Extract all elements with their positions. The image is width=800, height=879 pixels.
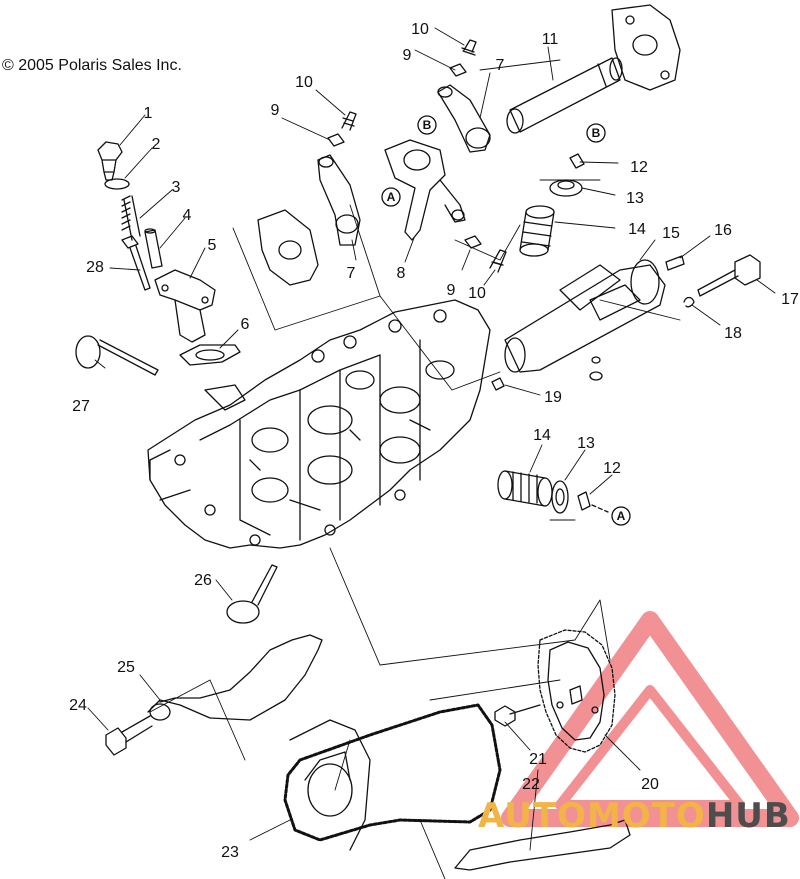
ref-marker-a2-label: A (617, 509, 626, 523)
callout-12-lower: 12 (603, 460, 621, 477)
part-24-bolt (105, 715, 153, 756)
callout-13-lower: 13 (577, 435, 595, 452)
part-14-spring-top (519, 205, 555, 257)
dash-lead-a (591, 504, 609, 513)
part-6-gasket (179, 344, 241, 366)
ref-marker-a1 (381, 187, 401, 207)
callout-8: 8 (397, 265, 406, 282)
part-5-tensioner (154, 269, 216, 343)
part-18-clip (683, 296, 695, 308)
callout-15: 15 (662, 225, 680, 242)
part-4-plunger (144, 228, 163, 269)
part-12-keeper-top (569, 153, 585, 169)
callout-4: 4 (183, 207, 192, 224)
part-10-screw-top (461, 39, 477, 56)
callout-14-top: 14 (628, 221, 646, 238)
watermark-text-b: HUB (705, 796, 791, 836)
part-26-valve (226, 564, 278, 624)
part-14-spring-lower (497, 470, 553, 507)
callout-10-left: 10 (295, 74, 313, 91)
crank-sprocket (289, 719, 371, 851)
watermark-logo (501, 611, 799, 827)
callout-20: 20 (641, 776, 659, 793)
part-16-pin (665, 255, 685, 271)
callout-1: 1 (144, 105, 153, 122)
part-3-spring (121, 195, 141, 241)
part-11-rocker-shaft (506, 57, 623, 134)
callout-9-top: 9 (403, 47, 412, 64)
part-23-cam-chain (283, 703, 502, 842)
callout-10-top: 10 (411, 21, 429, 38)
rocker-support-left (257, 209, 319, 286)
ref-marker-a1-label: A (387, 190, 396, 204)
part-1-bolt (97, 141, 123, 181)
rocker-support-bracket (611, 4, 681, 91)
callout-28: 28 (86, 259, 104, 276)
callout-2: 2 (152, 136, 161, 153)
part-9-nut-left (327, 133, 345, 147)
part-21-sprocket-bolt (494, 704, 541, 727)
callout-9-left: 9 (271, 102, 280, 119)
callout-27: 27 (72, 398, 90, 415)
callout-10-mid: 10 (468, 285, 486, 302)
part-2-washer (104, 178, 130, 190)
ref-marker-b1 (417, 115, 437, 135)
callout-14-lower: 14 (533, 427, 551, 444)
callout-19: 19 (544, 389, 562, 406)
callout-24: 24 (69, 697, 87, 714)
part-13-retainer-lower (551, 480, 569, 514)
ref-marker-b2-label: B (592, 126, 601, 140)
part-28-bolt (121, 235, 151, 291)
ref-marker-b2 (586, 123, 606, 143)
callout-9-mid: 9 (447, 282, 456, 299)
part-12-keeper-lower (577, 491, 591, 511)
ref-marker-b1-label: B (423, 118, 432, 132)
cylinder-head (147, 299, 491, 549)
part-8-rocker-arm (384, 139, 466, 241)
callout-23: 23 (221, 844, 239, 861)
part-27-valve (75, 335, 159, 376)
callout-25: 25 (117, 659, 135, 676)
callout-13-top: 13 (626, 190, 644, 207)
part-19-pin (491, 377, 505, 391)
part-10-screw-mid (489, 249, 507, 273)
callout-16: 16 (714, 222, 732, 239)
part-25-tensioner-guide (147, 634, 323, 721)
part-9-nut-top (449, 63, 467, 77)
callout-11: 11 (542, 31, 559, 48)
callout-18: 18 (724, 325, 742, 342)
part-17-cam-bolt (697, 254, 761, 297)
callout-21: 21 (529, 751, 547, 768)
watermark-text-a: AUTOMOTO (478, 796, 706, 836)
copyright-notice: © 2005 Polaris Sales Inc. (2, 57, 182, 74)
part-10-screw-left (341, 111, 357, 131)
part-13-retainer-top (549, 179, 583, 197)
ref-marker-a2 (611, 506, 631, 526)
callout-26: 26 (194, 572, 212, 589)
part-7-rocker-arm-right (437, 84, 491, 153)
callout-6: 6 (241, 316, 250, 333)
callout-3: 3 (172, 179, 181, 196)
callout-5: 5 (208, 237, 217, 254)
part-7-rocker-arm-left (317, 154, 361, 246)
callout-12-top: 12 (630, 159, 648, 176)
leader-lines (149, 59, 681, 879)
watermark-text: AUTOMOTOHUB (478, 796, 791, 836)
callout-7-right: 7 (496, 57, 505, 74)
part-20-cam-sprocket (537, 629, 616, 753)
part-22-chain-guide (454, 819, 631, 871)
callout-17: 17 (781, 291, 799, 308)
callout-leaders (87, 27, 776, 851)
callout-7-left: 7 (347, 265, 356, 282)
part-9-nut-mid (464, 235, 482, 249)
ref-markers (381, 115, 631, 526)
callout-22: 22 (522, 776, 540, 793)
part-15-camshaft (504, 259, 666, 381)
